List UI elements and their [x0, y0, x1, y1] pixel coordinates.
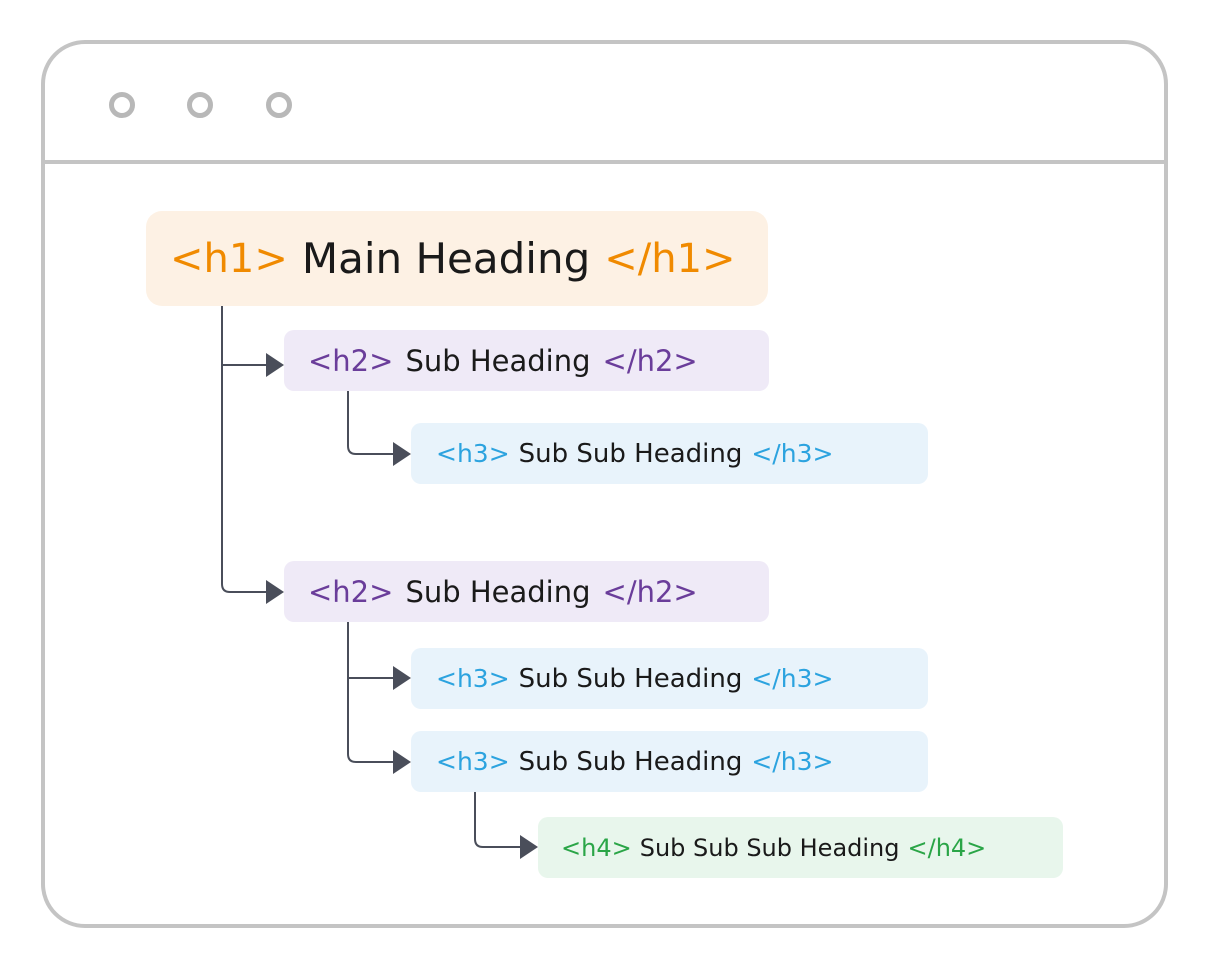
arrow-head-h2-second — [266, 580, 284, 604]
h1-node: <h1> Main Heading </h1> — [146, 211, 768, 306]
h3-node-first: <h3> Sub Sub Heading </h3> — [411, 423, 928, 484]
h4-open-tag: <h4> — [561, 833, 632, 862]
arrow-head-h4 — [520, 835, 538, 859]
window-control-dot-3 — [266, 92, 292, 118]
h3-label: Sub Sub Heading — [518, 438, 743, 469]
connector-h2-to-h3-first — [347, 391, 395, 455]
h2-label: Sub Heading — [405, 574, 591, 609]
h2-close-tag: </h2> — [602, 574, 698, 609]
h3-node-third: <h3> Sub Sub Heading </h3> — [411, 731, 928, 792]
h3-close-tag: </h3> — [751, 747, 834, 776]
connector-h3-to-h4 — [474, 791, 522, 848]
h2-open-tag: <h2> — [308, 574, 394, 609]
window-control-dot-2 — [187, 92, 213, 118]
h2-node-first: <h2> Sub Heading </h2> — [284, 330, 769, 391]
h3-open-tag: <h3> — [436, 747, 510, 776]
arrow-head-h3-second — [393, 666, 411, 690]
h2-node-second: <h2> Sub Heading </h2> — [284, 561, 769, 622]
h1-label: Main Heading — [301, 234, 591, 283]
h3-open-tag: <h3> — [436, 439, 510, 468]
connector-h2-to-h3-third — [347, 621, 395, 763]
h3-close-tag: </h3> — [751, 664, 834, 693]
arrow-head-h3-first — [393, 442, 411, 466]
h2-label: Sub Heading — [405, 343, 591, 378]
h4-label: Sub Sub Sub Heading — [639, 833, 900, 862]
h3-label: Sub Sub Heading — [518, 746, 743, 777]
arrow-head-h3-third — [393, 750, 411, 774]
h4-node: <h4> Sub Sub Sub Heading </h4> — [538, 817, 1063, 878]
h4-close-tag: </h4> — [907, 833, 987, 862]
window-control-dot-1 — [109, 92, 135, 118]
h3-label: Sub Sub Heading — [518, 663, 743, 694]
h2-open-tag: <h2> — [308, 343, 394, 378]
h3-open-tag: <h3> — [436, 664, 510, 693]
h3-node-second: <h3> Sub Sub Heading </h3> — [411, 648, 928, 709]
connector-h1-to-h2-second — [221, 306, 268, 593]
h3-close-tag: </h3> — [751, 439, 834, 468]
arrow-head-h2-first — [266, 353, 284, 377]
window-titlebar — [45, 44, 1164, 164]
h1-close-tag: </h1> — [604, 235, 736, 282]
h2-close-tag: </h2> — [602, 343, 698, 378]
h1-open-tag: <h1> — [170, 235, 288, 282]
